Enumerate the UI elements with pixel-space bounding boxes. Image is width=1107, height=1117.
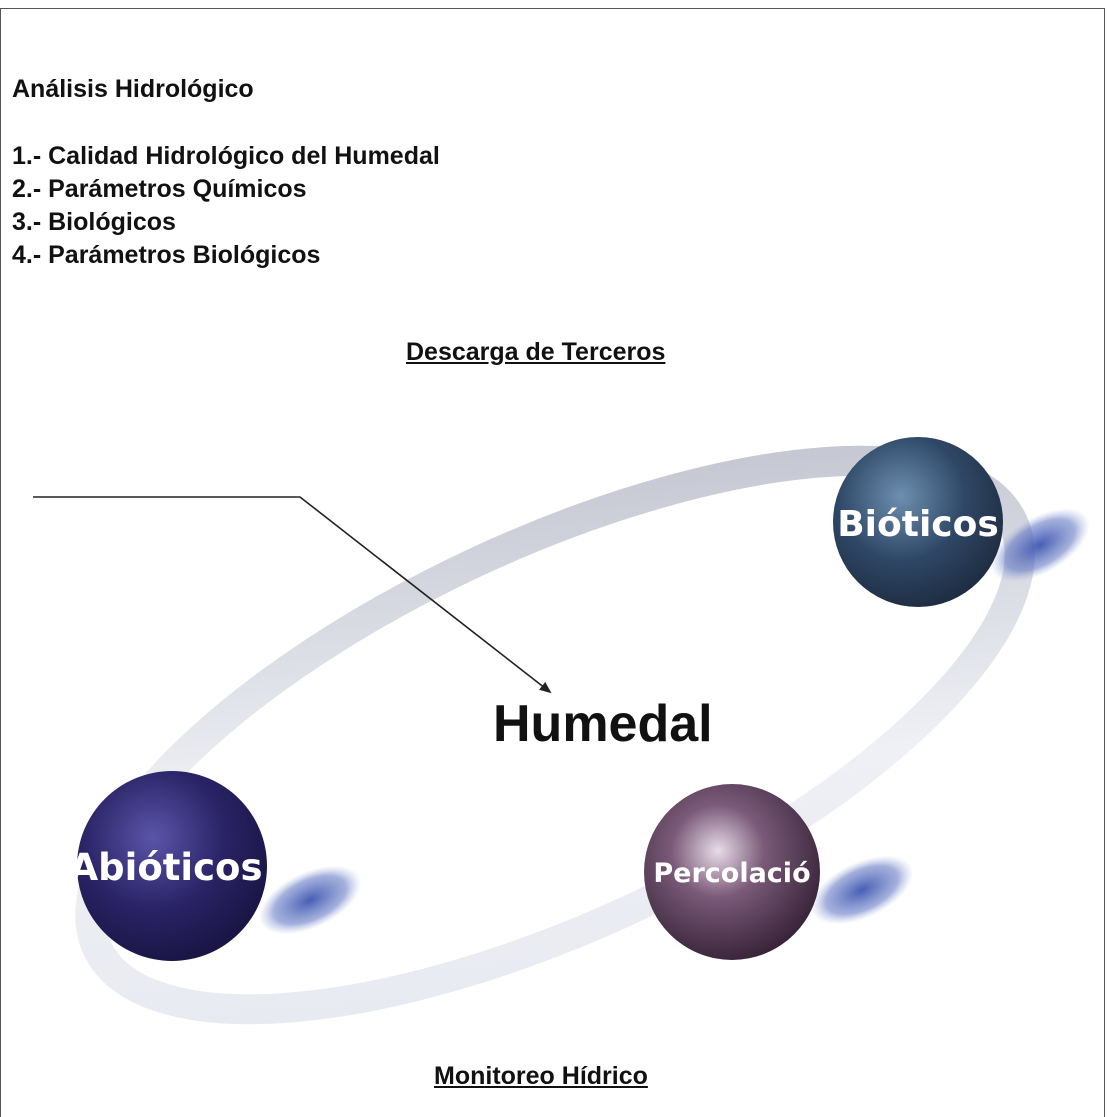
bottom-caption: Monitoreo Hídrico [434, 1062, 648, 1090]
page-heading: Análisis Hidrológico [12, 75, 254, 103]
humedal-label: Humedal [493, 695, 713, 753]
list-item: 4.- Parámetros Biológicos [12, 241, 321, 269]
analysis-list: 1.- Calidad Hidrológico del Humedal 2.- … [12, 140, 440, 272]
list-item: 2.- Parámetros Químicos [12, 175, 307, 203]
bioticos-label: Bióticos [837, 504, 999, 545]
abioticos-label: Abióticos [70, 846, 263, 889]
percolacion-sphere [644, 784, 820, 960]
abioticos-shadow [258, 865, 362, 935]
node-percolacion: Percolació [644, 784, 820, 960]
abioticos-sphere [77, 771, 267, 961]
percolacion-shadow [810, 855, 914, 925]
node-bioticos: Bióticos [833, 437, 1003, 607]
top-caption: Descarga de Terceros [406, 338, 666, 366]
bioticos-sphere [833, 437, 1003, 607]
page-frame [0, 8, 1105, 1117]
list-item: 3.- Biológicos [12, 208, 176, 236]
pointer-arrow [33, 496, 552, 694]
cycle-ring [75, 445, 1035, 1025]
bioticos-shadow [990, 508, 1090, 582]
node-abioticos: Abióticos [70, 771, 267, 961]
list-item: 1.- Calidad Hidrológico del Humedal [12, 142, 440, 170]
percolacion-label: Percolació [653, 858, 810, 889]
